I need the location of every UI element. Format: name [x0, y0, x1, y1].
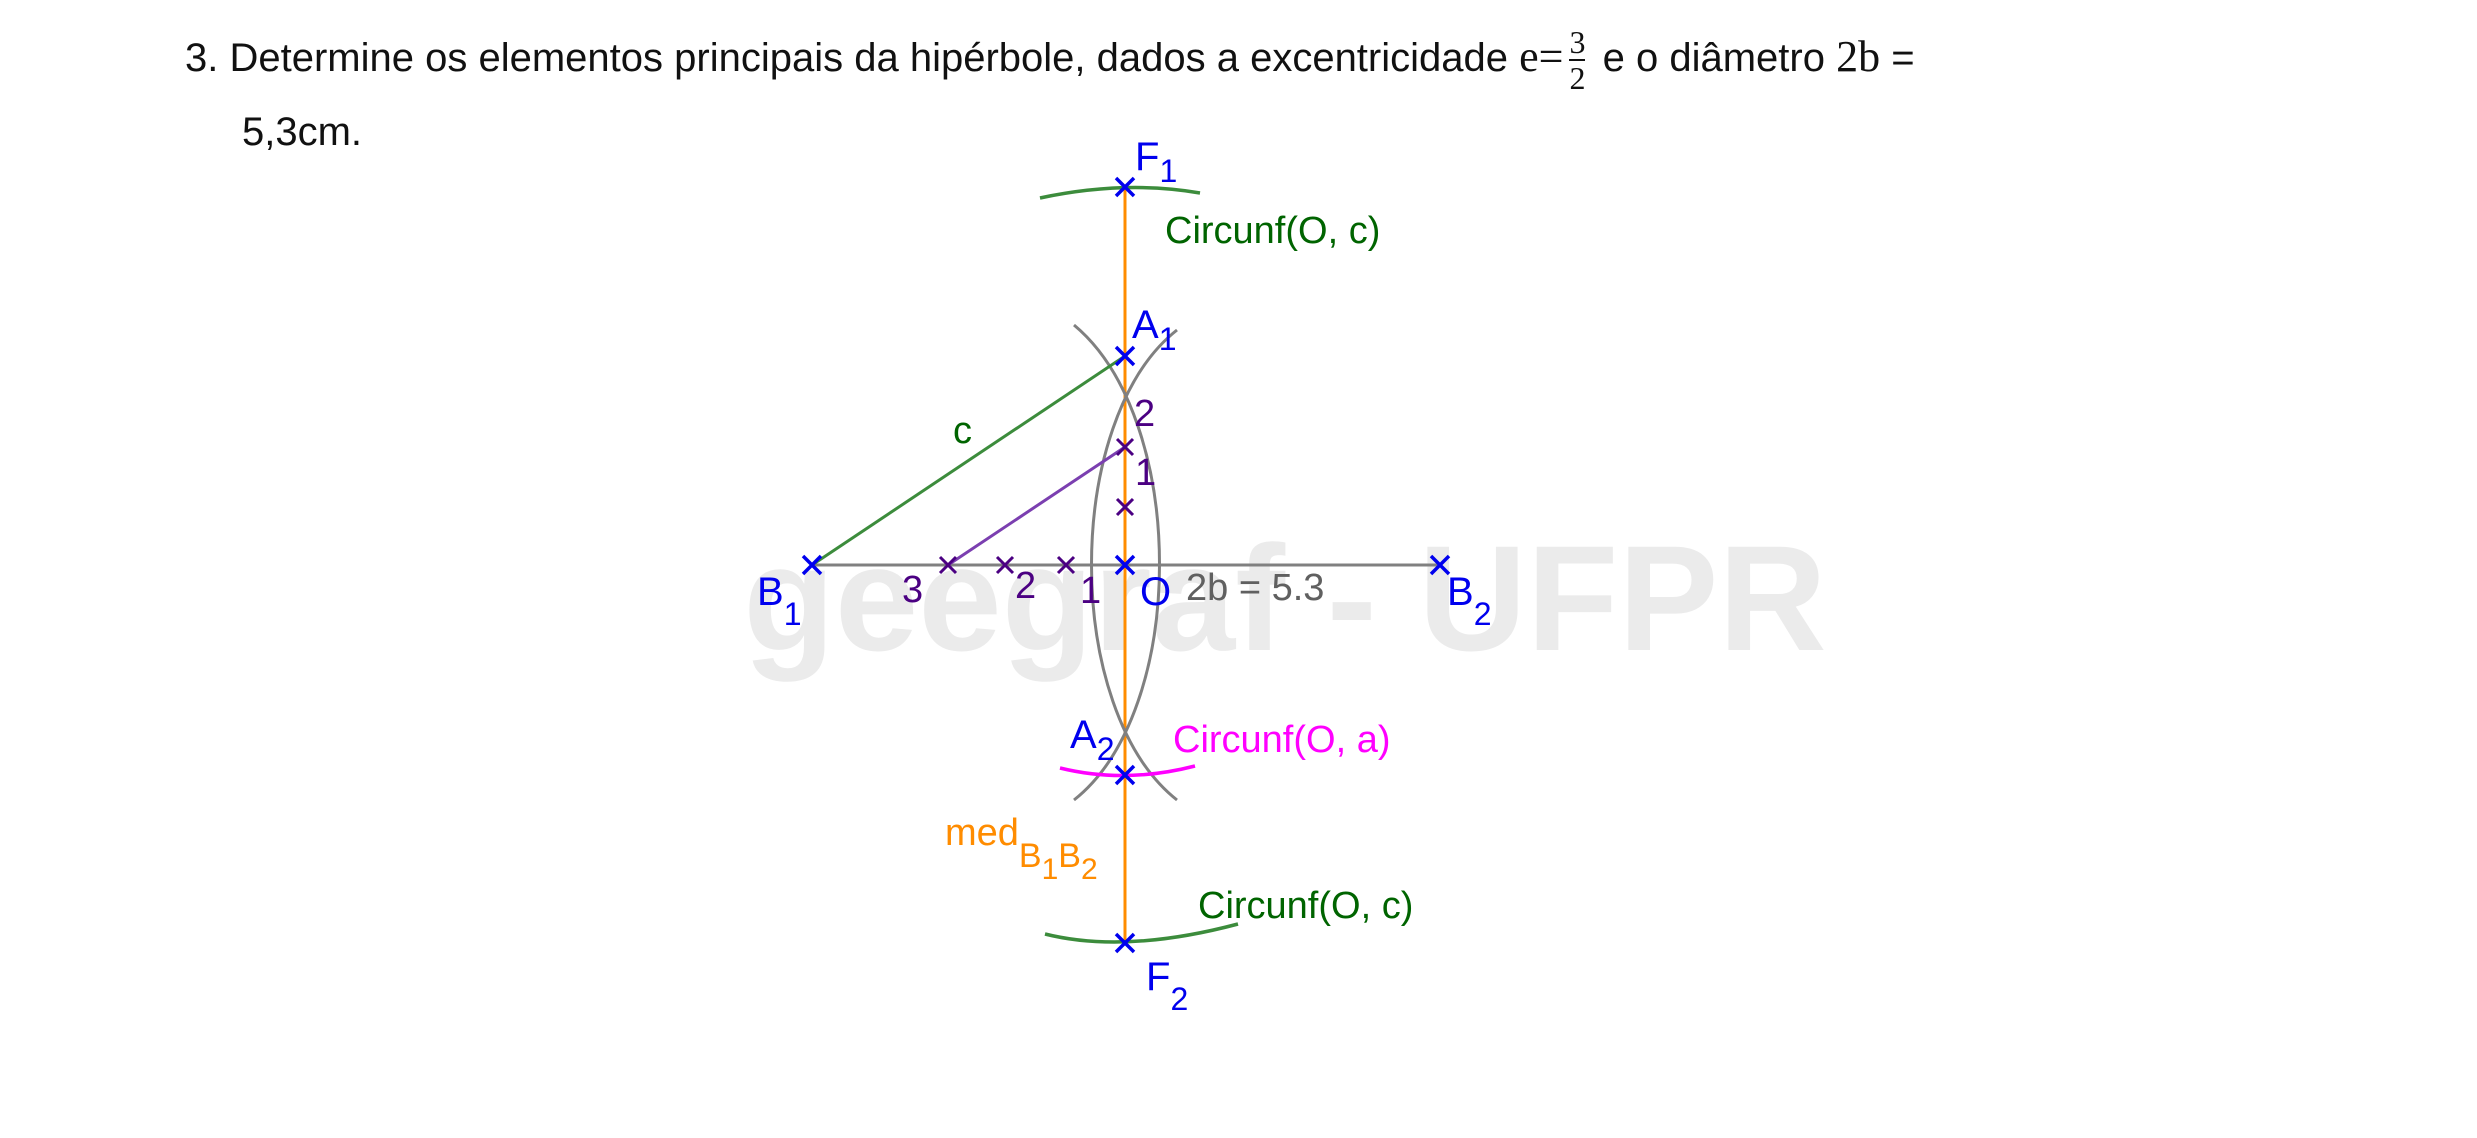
label-a2: A2	[1070, 713, 1114, 767]
label-f1: F1	[1135, 135, 1177, 189]
segment-c	[811, 354, 1126, 567]
gray-arc-right	[1073, 323, 1161, 802]
diameter-symbol: 2b	[1836, 32, 1881, 81]
division-v2-marker	[1115, 437, 1135, 457]
label-o: O	[1140, 570, 1171, 614]
label-div-h2: 2	[1015, 565, 1036, 607]
label-circ-c-bottom: Circunf(O, c)	[1198, 885, 1413, 927]
label-div-v2: 2	[1134, 393, 1155, 435]
point-a2-marker	[1114, 764, 1136, 786]
label-c: c	[953, 410, 972, 452]
question-text-before: Determine os elementos principais da hip…	[229, 36, 1508, 80]
equals-sign: =	[1538, 32, 1564, 81]
division-v1-marker	[1115, 497, 1135, 517]
label-circ-c-top: Circunf(O, c)	[1165, 210, 1380, 252]
division-h3-marker	[938, 555, 958, 575]
point-f1-marker	[1114, 176, 1136, 198]
label-b2: B2	[1447, 570, 1491, 632]
point-b1-marker	[801, 554, 823, 576]
division-h1-marker	[1056, 555, 1076, 575]
question-text-middle: e o diâmetro	[1602, 36, 1825, 80]
question-text-line2: 5,3cm.	[242, 110, 363, 155]
fraction-denominator: 2	[1569, 59, 1586, 97]
label-a1: A1	[1132, 303, 1176, 357]
point-o-marker	[1114, 554, 1136, 576]
label-b1: B1	[757, 570, 801, 632]
label-circ-a: Circunf(O, a)	[1173, 719, 1390, 761]
eccentricity-symbol: e	[1519, 32, 1539, 81]
watermark: geegraf - UFPR	[743, 514, 1826, 682]
point-a1-marker	[1114, 345, 1136, 367]
label-div-h3: 3	[902, 569, 923, 611]
question-number: 3.	[185, 36, 219, 80]
division-h2-marker	[995, 555, 1015, 575]
equals-sign-2: =	[1891, 36, 1915, 80]
label-div-h1: 1	[1080, 570, 1101, 612]
label-med: medB1B2	[945, 812, 1098, 886]
fraction-numerator: 3	[1569, 24, 1586, 61]
gray-arc-left	[1090, 328, 1178, 802]
label-div-v1: 1	[1135, 452, 1156, 494]
question-text: 3. Determine os elementos principais da …	[185, 20, 2335, 169]
point-b2-marker	[1429, 554, 1451, 576]
point-f2-marker	[1114, 932, 1136, 954]
label-diameter: 2b = 5.3	[1186, 567, 1324, 609]
label-f2: F2	[1146, 955, 1188, 1017]
arc-circ-c-bottom	[1044, 922, 1239, 944]
purple-segment	[947, 445, 1126, 567]
